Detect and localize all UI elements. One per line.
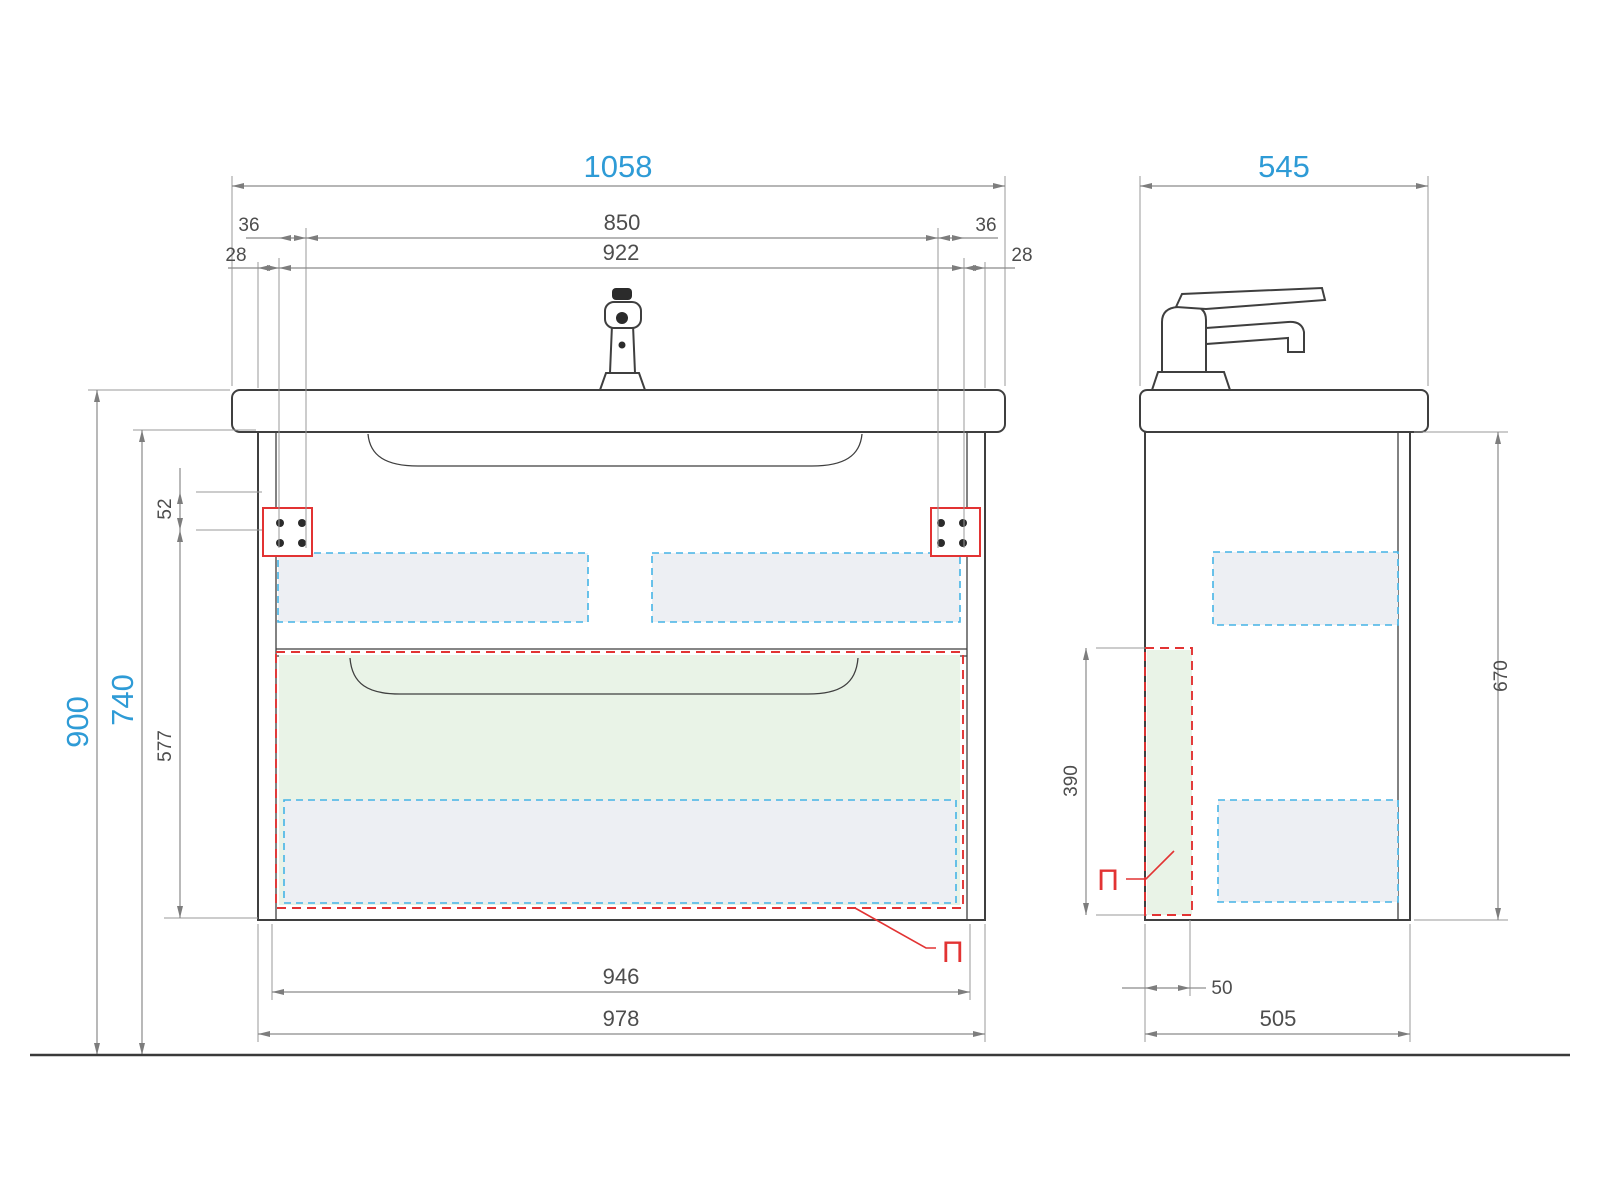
dim-label-850: 850 — [604, 210, 641, 235]
front-view: 1058 36 850 36 28 922 28 — [60, 149, 1033, 1055]
side-panel-area-green — [1147, 650, 1192, 915]
side-bottom-drawer-zone — [1218, 800, 1398, 902]
side-panel-leader — [1126, 850, 1175, 880]
side-panel-outline — [1144, 647, 1193, 916]
front-faucet — [598, 288, 647, 391]
front-drawer-zones — [277, 552, 961, 905]
side-drawer-zones — [1147, 551, 1399, 915]
dim-label-900: 900 — [60, 696, 95, 748]
side-dim-390: 390 — [1061, 647, 1147, 916]
dim-label-740: 740 — [105, 674, 140, 726]
mount-hole — [937, 539, 945, 547]
front-countertop — [231, 389, 1006, 433]
front-drawer-handle-curve — [349, 657, 859, 695]
dim-label-36-right: 36 — [975, 215, 996, 236]
front-panel-leader — [854, 907, 936, 949]
mount-hole — [959, 519, 967, 527]
front-basin-curve — [367, 433, 863, 467]
front-dim-total-width: 1058 — [231, 149, 1006, 386]
front-dim-row-850: 36 850 36 — [238, 210, 998, 548]
front-bottom-drawer-zone — [284, 800, 956, 903]
dim-label-670: 670 — [1491, 660, 1512, 692]
front-top-drawer-zone-right — [652, 553, 960, 622]
front-mount-bracket-right — [930, 507, 981, 557]
dim-label-52: 52 — [155, 498, 176, 519]
dim-label-28-left: 28 — [225, 245, 246, 266]
side-dim-bottom: 50 505 — [1122, 920, 1411, 1042]
side-panel-callout: П — [1097, 647, 1193, 916]
front-panel-outline — [275, 651, 964, 909]
dim-label-50: 50 — [1211, 978, 1232, 999]
dim-label-390: 390 — [1061, 765, 1082, 797]
mount-hole — [276, 539, 284, 547]
side-faucet — [1150, 286, 1327, 391]
dim-label-978: 978 — [603, 1006, 640, 1031]
side-view: 545 670 390 50 505 — [1061, 149, 1512, 1042]
side-countertop — [1139, 389, 1429, 433]
side-dim-670: 670 — [1414, 431, 1512, 921]
dim-label-28-right: 28 — [1011, 245, 1032, 266]
mount-hole — [298, 539, 306, 547]
front-panel-label: П — [942, 936, 964, 969]
front-dim-heights: 900 740 52 577 — [60, 389, 262, 1055]
front-mount-bracket-left — [262, 507, 313, 557]
mount-hole — [937, 519, 945, 527]
mount-hole — [298, 519, 306, 527]
dim-label-545: 545 — [1258, 149, 1310, 184]
mount-hole — [959, 539, 967, 547]
front-dim-row-922: 28 922 28 — [225, 240, 1033, 548]
side-faucet-spout — [1205, 320, 1305, 353]
dim-label-36-left: 36 — [238, 215, 259, 236]
side-dim-depth: 545 — [1139, 149, 1429, 386]
mount-hole — [276, 519, 284, 527]
dim-label-946: 946 — [603, 964, 640, 989]
side-panel-label: П — [1097, 864, 1119, 897]
front-top-drawer-zone-left — [278, 553, 588, 622]
front-dim-bottom: 946 978 — [257, 924, 986, 1042]
front-panel-callout: П — [275, 651, 964, 969]
side-faucet-lever — [1174, 286, 1327, 311]
dim-label-1058: 1058 — [584, 149, 653, 184]
dim-label-505: 505 — [1260, 1006, 1297, 1031]
dim-label-577: 577 — [155, 730, 176, 762]
side-top-drawer-zone — [1213, 552, 1398, 625]
dim-label-922: 922 — [603, 240, 640, 265]
front-faucet-lever — [612, 288, 632, 300]
